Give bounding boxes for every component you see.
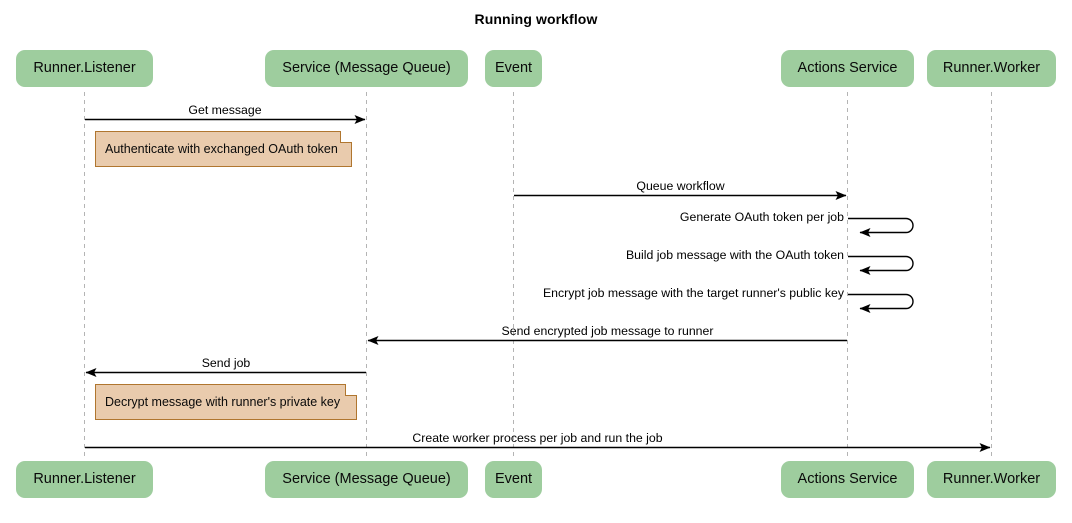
message-label-encrypt-job-message-with-the-target-runners-public-key: Encrypt job message with the target runn…	[542, 286, 844, 300]
participant-label: Actions Service	[797, 60, 898, 77]
participant-event-bottom[interactable]: Event	[485, 461, 542, 498]
participant-runner-worker-bottom[interactable]: Runner.Worker	[927, 461, 1056, 498]
message-label-get-message: Get message	[188, 103, 262, 117]
arrow-generate-oauth-token-per-job	[848, 217, 914, 237]
note-decrypt[interactable]: Decrypt message with runner's private ke…	[95, 384, 357, 420]
participant-label: Service (Message Queue)	[282, 60, 451, 77]
arrow-encrypt-job-message-with-the-target-runners-public-key	[848, 293, 914, 313]
participant-actions-service-top[interactable]: Actions Service	[781, 50, 914, 87]
participant-runner-listener-bottom[interactable]: Runner.Listener	[16, 461, 153, 498]
note-label: Decrypt message with runner's private ke…	[105, 394, 341, 409]
note-label: Authenticate with exchanged OAuth token	[105, 141, 338, 156]
message-label-send-encrypted-job-message-to-runner: Send encrypted job message to runner	[501, 324, 714, 338]
message-label-build-job-message-with-the-oauth-token: Build job message with the OAuth token	[625, 248, 844, 262]
participant-runner-worker-top[interactable]: Runner.Worker	[927, 50, 1056, 87]
message-label-send-job: Send job	[201, 356, 251, 370]
participant-event-top[interactable]: Event	[485, 50, 542, 87]
participant-service-message-queue-bottom[interactable]: Service (Message Queue)	[265, 461, 468, 498]
lifelines	[84, 92, 992, 460]
participant-label: Actions Service	[797, 471, 898, 488]
note-fold-corner-icon	[340, 131, 352, 143]
participant-label: Runner.Worker	[942, 60, 1041, 77]
participant-runner-listener-top[interactable]: Runner.Listener	[16, 50, 153, 87]
note-authenticate[interactable]: Authenticate with exchanged OAuth token	[95, 131, 352, 167]
participant-label: Runner.Worker	[942, 471, 1041, 488]
participant-label: Runner.Listener	[33, 60, 136, 77]
message-label-generate-oauth-token-per-job: Generate OAuth token per job	[679, 210, 844, 224]
note-fold-corner-icon	[345, 384, 357, 396]
arrow-build-job-message-with-the-oauth-token	[848, 255, 914, 275]
message-arrows	[85, 115, 991, 452]
message-label-queue-workflow: Queue workflow	[636, 179, 725, 193]
participant-label: Service (Message Queue)	[282, 471, 451, 488]
participant-actions-service-bottom[interactable]: Actions Service	[781, 461, 914, 498]
participant-label: Event	[494, 60, 533, 77]
page-title: Running workflow	[474, 11, 598, 27]
participant-label: Event	[494, 471, 533, 488]
participant-service-message-queue-top[interactable]: Service (Message Queue)	[265, 50, 468, 87]
message-label-create-worker-process-per-job-and-run-the-job: Create worker process per job and run th…	[412, 431, 663, 445]
participant-label: Runner.Listener	[33, 471, 136, 488]
